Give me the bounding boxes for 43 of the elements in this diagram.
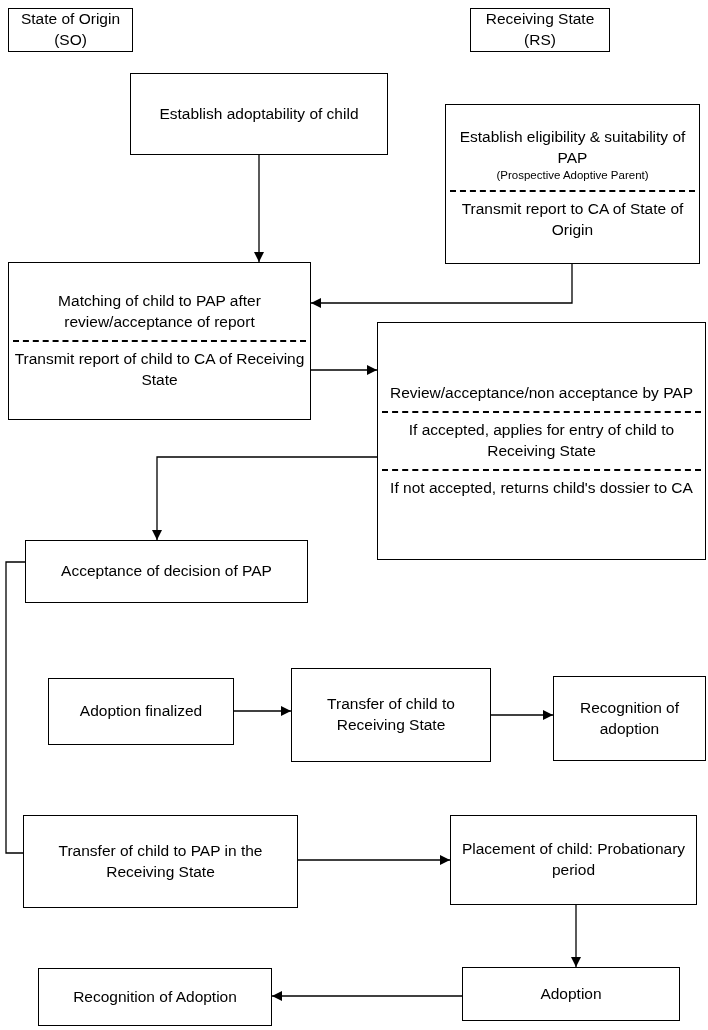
- arrow: [271, 991, 463, 1001]
- process-box: [291, 668, 491, 762]
- box-text: (Prospective Adoptive Parent): [495, 169, 650, 183]
- process-box: [8, 262, 311, 420]
- box-text: If accepted, applies for entry of child to Receiving State: [407, 420, 676, 461]
- process-box: [38, 968, 272, 1026]
- box-text: Establish adoptability of child: [158, 103, 360, 124]
- box-text: If not accepted, returns child's dossier to CA: [389, 477, 694, 498]
- box-text: Acceptance of decision of PAP: [60, 561, 273, 582]
- box-text: Placement of child: Probationary period: [460, 839, 687, 880]
- box-text: Receiving State (RS): [484, 9, 596, 50]
- process-box: [470, 8, 610, 52]
- box-text: Transmit report to CA of State of Origin: [460, 198, 685, 240]
- box-text: Transmit report of child to CA of Receiving State: [13, 349, 306, 390]
- box-text: Establish eligibility & suitability of PAP: [458, 127, 687, 169]
- arrow: [297, 855, 451, 865]
- process-box: [553, 676, 706, 761]
- box-text: Adoption finalized: [78, 701, 204, 722]
- arrow: [490, 710, 554, 720]
- process-box: [25, 540, 308, 603]
- arrow: [152, 456, 378, 541]
- box-text: Recognition of Adoption: [72, 986, 238, 1007]
- box-text: Adoption: [539, 983, 603, 1004]
- arrow: [310, 365, 378, 375]
- box-text: Review/acceptance/non acceptance by PAP: [389, 383, 694, 404]
- process-box: [48, 678, 234, 745]
- box-text: Transfer of child to PAP in the Receiving State: [57, 840, 264, 882]
- arrow: [310, 263, 573, 308]
- box-text: Matching of child to PAP after review/acceptance of report: [57, 291, 262, 333]
- connector-line: [5, 561, 26, 854]
- box-text: State of Origin (SO): [19, 9, 122, 50]
- process-box: [8, 8, 133, 52]
- box-text: Transfer of child to Receiving State: [326, 694, 456, 735]
- box-text: Recognition of adoption: [578, 697, 681, 739]
- arrow: [571, 904, 581, 968]
- arrow: [233, 706, 292, 716]
- process-box: [462, 967, 680, 1021]
- process-box: [445, 104, 700, 264]
- process-box: [130, 73, 388, 155]
- process-box: [377, 322, 706, 560]
- arrow: [254, 154, 264, 263]
- process-box: [450, 815, 697, 905]
- process-box: [23, 815, 298, 908]
